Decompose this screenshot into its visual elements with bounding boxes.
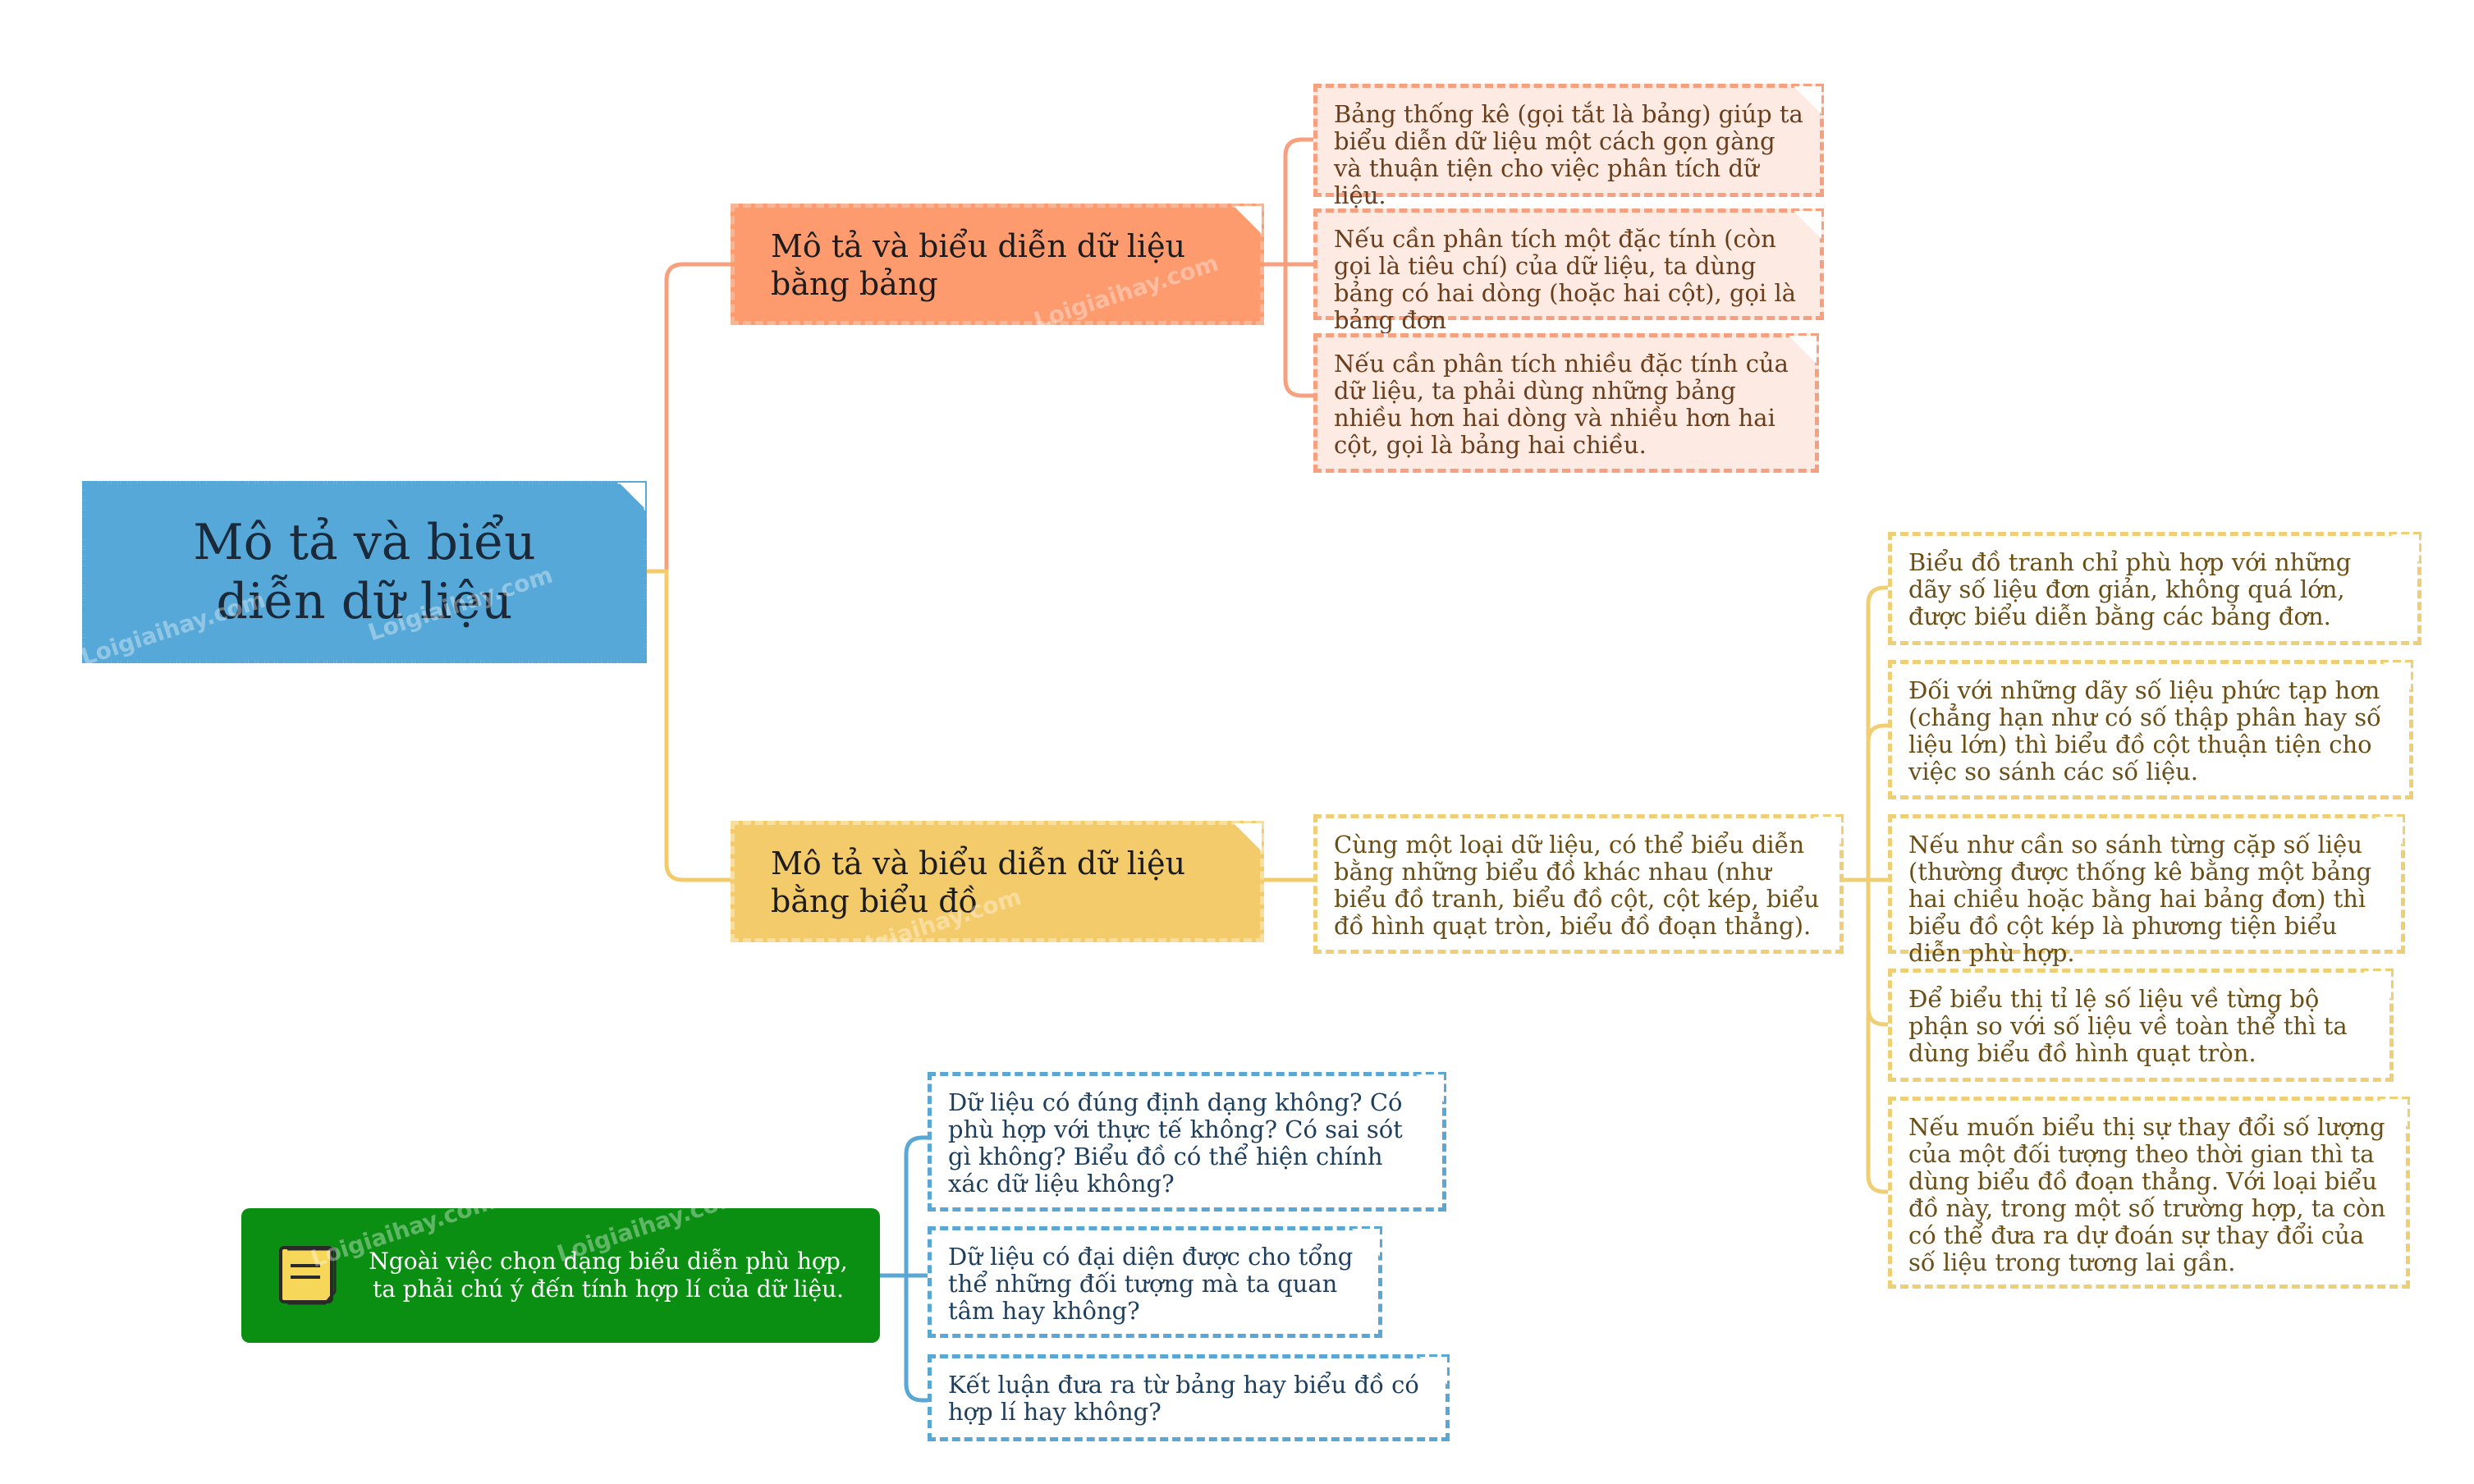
note-item-2[interactable]: Dữ liệu có đại diện được cho tổng thể nh… [928,1226,1382,1338]
connector-root-table [647,262,731,574]
chart-item-text: Biểu đồ tranh chỉ phù hợp với những dãy … [1908,548,2352,630]
chart-item-3[interactable]: Nếu như cần so sánh từng cặp số liệu (th… [1888,814,2405,967]
branch-chart-title: Mô tả và biểu diễn dữ liệu bằng biểu đồ [771,845,1186,919]
chart-item-1[interactable]: Biểu đồ tranh chỉ phù hợp với những dãy … [1888,532,2421,645]
branch-table-title: Mô tả và biểu diễn dữ liệu bằng bảng [771,228,1186,302]
table-item-text: Nếu cần phân tích nhiều đặc tính của dữ … [1334,350,1789,459]
root-topic[interactable]: Mô tả và biểu diễn dữ liệu Loigiaihay.co… [77,481,647,671]
note-callout[interactable]: Ngoài việc chọn dạng biểu diễn phù hợp, … [241,1183,880,1343]
chart-item-text: Nếu muốn biểu thị sự thay đổi số lượng c… [1908,1113,2386,1276]
folded-corner-icon [617,483,645,511]
connector-note-leaves [880,1135,928,1403]
note-text: Ngoài việc chọn dạng biểu diễn phù hợp, … [369,1248,848,1303]
root-title: Mô tả và biểu diễn dữ liệu [193,514,536,630]
note-item-text: Dữ liệu có đại diện được cho tổng thể nh… [948,1243,1354,1325]
chart-item-5[interactable]: Nếu muốn biểu thị sự thay đổi số lượng c… [1888,1097,2410,1289]
table-item-3[interactable]: Nếu cần phân tích nhiều đặc tính của dữ … [1313,333,1819,473]
connector-root-chart [647,569,731,882]
chart-item-4[interactable]: Để biểu thị tỉ lệ số liệu về từng bộ phậ… [1888,969,2394,1082]
chart-summary-text: Cùng một loại dữ liệu, có thể biểu diễn … [1334,831,1820,940]
table-item-2[interactable]: Nếu cần phân tích một đặc tính (còn gọi … [1313,208,1824,334]
note-item-3[interactable]: Kết luận đưa ra từ bảng hay biểu đồ có h… [928,1354,1450,1441]
connector-chart-leaves [1844,585,1888,1194]
sticky-note-icon [279,1246,337,1305]
chart-item-text: Đối với những dãy số liệu phức tạp hơn (… [1908,676,2381,786]
branch-chart[interactable]: Mô tả và biểu diễn dữ liệu bằng biểu đồ … [731,821,1264,968]
chart-summary[interactable]: Cùng một loại dữ liệu, có thể biểu diễn … [1313,814,1844,954]
chart-item-2[interactable]: Đối với những dãy số liệu phức tạp hơn (… [1888,660,2413,799]
note-item-1[interactable]: Dữ liệu có đúng định dạng không? Có phù … [928,1072,1446,1211]
chart-item-text: Để biểu thị tỉ lệ số liệu về từng bộ phậ… [1908,985,2348,1067]
branch-table[interactable]: Mô tả và biểu diễn dữ liệu bằng bảng Loi… [731,204,1264,334]
table-item-1[interactable]: Bảng thống kê (gọi tắt là bảng) giúp ta … [1313,84,1824,209]
table-item-text: Bảng thống kê (gọi tắt là bảng) giúp ta … [1334,100,1803,209]
connector-table-leaves [1264,137,1313,398]
folded-corner-icon [1234,823,1262,851]
table-item-text: Nếu cần phân tích một đặc tính (còn gọi … [1334,225,1797,334]
folded-corner-icon [1234,206,1262,234]
note-item-text: Kết luận đưa ra từ bảng hay biểu đồ có h… [948,1371,1419,1426]
chart-item-text: Nếu như cần so sánh từng cặp số liệu (th… [1908,831,2372,967]
note-item-text: Dữ liệu có đúng định dạng không? Có phù … [948,1088,1403,1198]
